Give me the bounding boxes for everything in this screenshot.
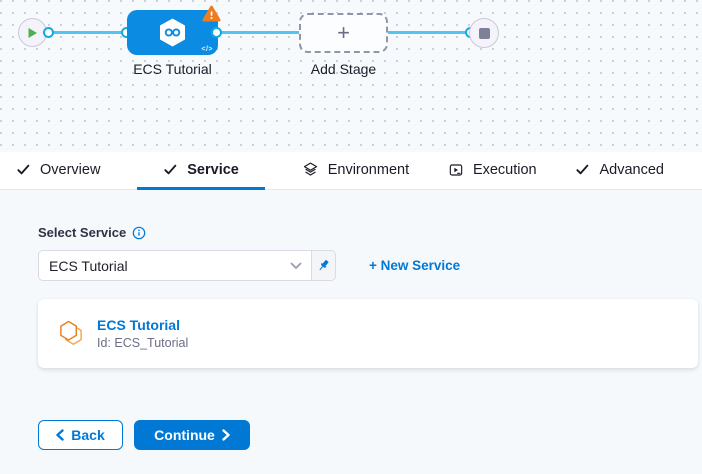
pipeline-edge [216, 31, 302, 34]
back-button-label: Back [71, 427, 105, 443]
tab-advanced[interactable]: Advanced [573, 152, 666, 190]
check-icon [16, 162, 31, 177]
pipeline-edge [386, 31, 470, 34]
tab-label: Execution [472, 161, 537, 178]
connector-port[interactable] [211, 27, 222, 38]
check-icon [575, 162, 590, 177]
pin-icon [316, 258, 331, 273]
wizard-footer: Back Continue [38, 420, 698, 450]
continue-button-label: Continue [154, 427, 215, 443]
chevron-left-icon [56, 429, 64, 441]
info-icon[interactable] [132, 226, 146, 240]
connector-port[interactable] [43, 27, 54, 38]
tab-service[interactable]: Service [137, 152, 265, 190]
service-card-name[interactable]: ECS Tutorial [97, 317, 180, 333]
tab-label: Service [187, 161, 239, 178]
plus-icon: + [337, 20, 350, 45]
add-stage-button[interactable]: + [299, 13, 388, 53]
service-card-ecs-tutorial[interactable]: ECS Tutorial Id: ECS_Tutorial [38, 299, 698, 368]
tab-execution[interactable]: Execution [446, 152, 539, 190]
pipeline-start-node[interactable] [18, 18, 47, 47]
stop-icon [478, 27, 490, 39]
warning-icon [202, 5, 221, 23]
service-select-dropdown[interactable]: ECS Tutorial [38, 250, 312, 281]
play-icon [27, 27, 38, 39]
tab-label: Advanced [599, 161, 664, 178]
back-button[interactable]: Back [38, 420, 123, 450]
ecs-service-hexagon-icon [58, 319, 83, 348]
pin-service-button[interactable] [311, 250, 336, 281]
stage-name-label: ECS Tutorial [133, 61, 212, 77]
code-icon: </> [201, 46, 213, 53]
new-service-link[interactable]: + New Service [369, 258, 461, 273]
tab-overview[interactable]: Overview [14, 152, 102, 190]
pipeline-end-node[interactable] [469, 18, 499, 48]
check-icon [163, 162, 178, 177]
stage-tabs: Overview Service Environment Execution A… [0, 152, 702, 190]
tab-environment[interactable]: Environment [300, 152, 411, 190]
stage-node-ecs-tutorial[interactable]: </> [127, 5, 221, 55]
environment-layers-icon [302, 161, 319, 178]
continue-button[interactable]: Continue [134, 420, 250, 450]
pipeline-edge [48, 31, 128, 34]
chevron-down-icon [290, 262, 302, 270]
chevron-right-icon [222, 429, 230, 441]
service-card-id: Id: ECS_Tutorial [97, 336, 189, 350]
select-service-label: Select Service [38, 225, 127, 240]
harness-cd-stage-icon [158, 17, 187, 48]
service-select-value: ECS Tutorial [49, 257, 128, 274]
execution-play-icon [448, 162, 464, 178]
add-stage-label: Add Stage [310, 61, 377, 77]
tab-label: Overview [40, 161, 101, 178]
tab-label: Environment [327, 161, 410, 178]
service-tab-panel: Select Service ECS Tutorial [0, 190, 702, 450]
pipeline-graph-canvas: </> + ECS Tutorial Add Stage [0, 0, 702, 152]
